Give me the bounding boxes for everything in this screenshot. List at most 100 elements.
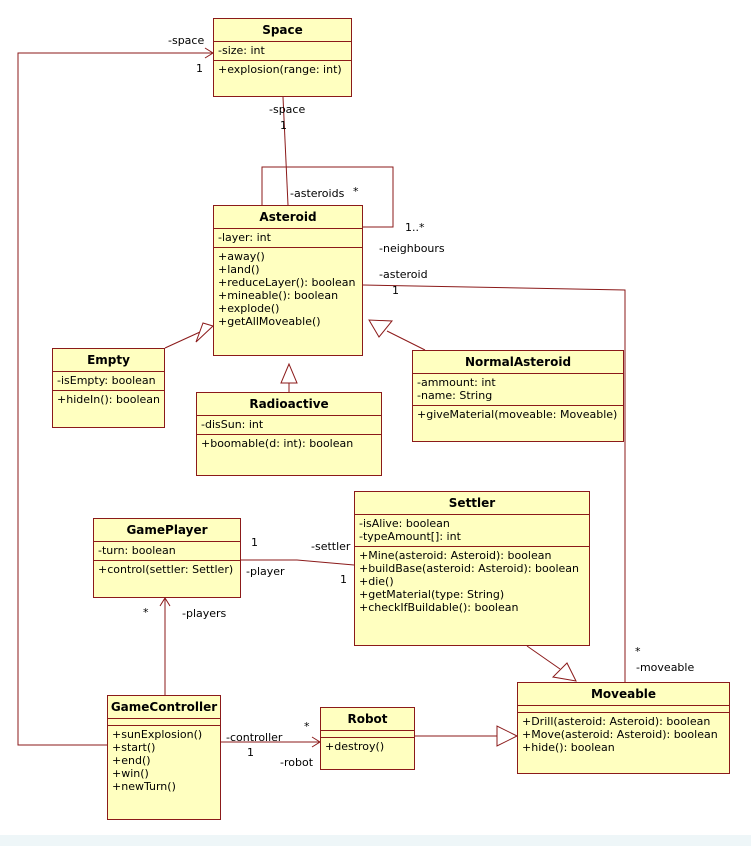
operation: +away()	[218, 250, 265, 263]
class-radioactive-attributes: -disSun: int	[197, 416, 381, 435]
operation: +land()	[218, 263, 260, 276]
class-empty-attributes: -isEmpty: boolean	[53, 372, 164, 391]
robot-multiplicity: *	[304, 720, 310, 733]
player-multiplicity: 1	[340, 573, 347, 586]
asteroids-role-label: -asteroids	[290, 187, 345, 200]
operation: +end()	[112, 754, 151, 767]
normal-generalization-line	[386, 330, 426, 351]
class-space-attributes: -size: int	[214, 42, 351, 61]
operation: +giveMaterial(moveable: Moveable)	[417, 408, 618, 421]
attribute: -layer: int	[218, 231, 271, 244]
space-role-label: -space	[269, 103, 306, 116]
class-game-player-attributes: -turn: boolean	[94, 542, 240, 561]
operation: +reduceLayer(): boolean	[218, 276, 356, 289]
attribute: -typeAmount[]: int	[359, 530, 461, 543]
players-multiplicity: *	[143, 606, 149, 619]
asteroid-role-label: -asteroid	[379, 268, 428, 281]
gc-gameplayer-arrowhead	[159, 597, 171, 607]
normal-generalization-arrow	[368, 319, 394, 338]
class-asteroid-operations: +away() +land() +reduceLayer(): boolean …	[214, 248, 362, 331]
operation: +hide(): boolean	[522, 741, 615, 754]
class-space[interactable]: Space -size: int +explosion(range: int)	[213, 18, 352, 97]
class-game-player-name: GamePlayer	[94, 519, 240, 542]
operation: +getAllMoveable()	[218, 315, 321, 328]
moveable-role-label: -moveable	[636, 661, 695, 674]
class-radioactive-name: Radioactive	[197, 393, 381, 416]
class-moveable-operations: +Drill(asteroid: Asteroid): boolean +Mov…	[518, 713, 729, 757]
operation: +getMaterial(type: String)	[359, 588, 505, 601]
settler-role-label: -settler	[311, 540, 351, 553]
class-robot[interactable]: Robot +destroy()	[320, 707, 415, 770]
operation: +Move(asteroid: Asteroid): boolean	[522, 728, 718, 741]
class-radioactive-operations: +boomable(d: int): boolean	[197, 435, 381, 453]
class-empty-name: Empty	[53, 349, 164, 372]
moveable-multiplicity: *	[635, 645, 641, 658]
attribute: -disSun: int	[201, 418, 264, 431]
radioactive-generalization-arrow	[280, 362, 298, 384]
operation: +mineable(): boolean	[218, 289, 339, 302]
neighbours-role-label: -neighbours	[379, 242, 445, 255]
class-space-operations: +explosion(range: int)	[214, 61, 351, 79]
settler-generalization-line	[526, 645, 561, 670]
gameplayer-settler-association	[241, 559, 355, 566]
empty-generalization-arrow	[195, 322, 214, 343]
attribute: -isEmpty: boolean	[57, 374, 156, 387]
space-multiplicity: 1	[280, 119, 287, 132]
class-asteroid[interactable]: Asteroid -layer: int +away() +land() +re…	[213, 205, 363, 356]
controller-role-label: -controller	[226, 731, 283, 744]
operation: +Mine(asteroid: Asteroid): boolean	[359, 549, 552, 562]
operation: +destroy()	[325, 740, 385, 753]
attribute: -name: String	[417, 389, 493, 402]
gc-space-association	[17, 52, 213, 746]
class-normal-asteroid-name: NormalAsteroid	[413, 351, 623, 374]
class-normal-asteroid-operations: +giveMaterial(moveable: Moveable)	[413, 406, 623, 424]
bottom-margin-strip	[0, 835, 751, 846]
operation: +hideIn(): boolean	[57, 393, 160, 406]
controller-multiplicity: 1	[247, 746, 254, 759]
class-game-controller[interactable]: GameController +sunExplosion() +start() …	[107, 695, 221, 820]
class-empty-operations: +hideIn(): boolean	[53, 391, 164, 409]
asteroids-multiplicity: *	[353, 185, 359, 198]
gc-space-role-label: -space	[168, 34, 205, 47]
attribute: -ammount: int	[417, 376, 496, 389]
class-empty[interactable]: Empty -isEmpty: boolean +hideIn(): boole…	[52, 348, 165, 428]
attribute: -isAlive: boolean	[359, 517, 450, 530]
empty-generalization-line	[164, 331, 201, 349]
operation: +control(settler: Settler)	[98, 563, 234, 576]
operation: +start()	[112, 741, 156, 754]
asteroid-multiplicity: 1	[392, 284, 399, 297]
class-space-name: Space	[214, 19, 351, 42]
class-settler-attributes: -isAlive: boolean -typeAmount[]: int	[355, 515, 589, 547]
operation: +die()	[359, 575, 394, 588]
class-normal-asteroid[interactable]: NormalAsteroid -ammount: int -name: Stri…	[412, 350, 624, 442]
operation: +newTurn()	[112, 780, 176, 793]
class-asteroid-attributes: -layer: int	[214, 229, 362, 248]
class-game-controller-name: GameController	[108, 696, 220, 719]
class-asteroid-name: Asteroid	[214, 206, 362, 229]
operation: +explosion(range: int)	[218, 63, 342, 76]
robot-role-label: -robot	[280, 756, 314, 769]
class-game-player[interactable]: GamePlayer -turn: boolean +control(settl…	[93, 518, 241, 598]
space-asteroid-association	[282, 96, 289, 206]
attribute: -turn: boolean	[98, 544, 176, 557]
class-robot-name: Robot	[321, 708, 414, 731]
neighbours-multiplicity: 1..*	[405, 221, 425, 234]
robot-generalization-arrow	[496, 725, 519, 747]
class-moveable[interactable]: Moveable +Drill(asteroid: Asteroid): boo…	[517, 682, 730, 774]
operation: +Drill(asteroid: Asteroid): boolean	[522, 715, 711, 728]
attribute: -size: int	[218, 44, 265, 57]
operation: +explode()	[218, 302, 280, 315]
operation: +boomable(d: int): boolean	[201, 437, 354, 450]
players-role-label: -players	[182, 607, 227, 620]
asteroid-neighbours-association	[261, 166, 394, 228]
class-moveable-name: Moveable	[518, 683, 729, 706]
class-robot-operations: +destroy()	[321, 738, 414, 756]
class-settler[interactable]: Settler -isAlive: boolean -typeAmount[]:…	[354, 491, 590, 646]
class-radioactive[interactable]: Radioactive -disSun: int +boomable(d: in…	[196, 392, 382, 476]
gameplayer-settler-multiplicity: 1	[251, 536, 258, 549]
class-moveable-attributes	[518, 706, 729, 713]
operation: +buildBase(asteroid: Asteroid): boolean	[359, 562, 580, 575]
operation: +sunExplosion()	[112, 728, 203, 741]
player-role-label: -player	[246, 565, 285, 578]
asteroid-moveable-association	[362, 284, 626, 682]
